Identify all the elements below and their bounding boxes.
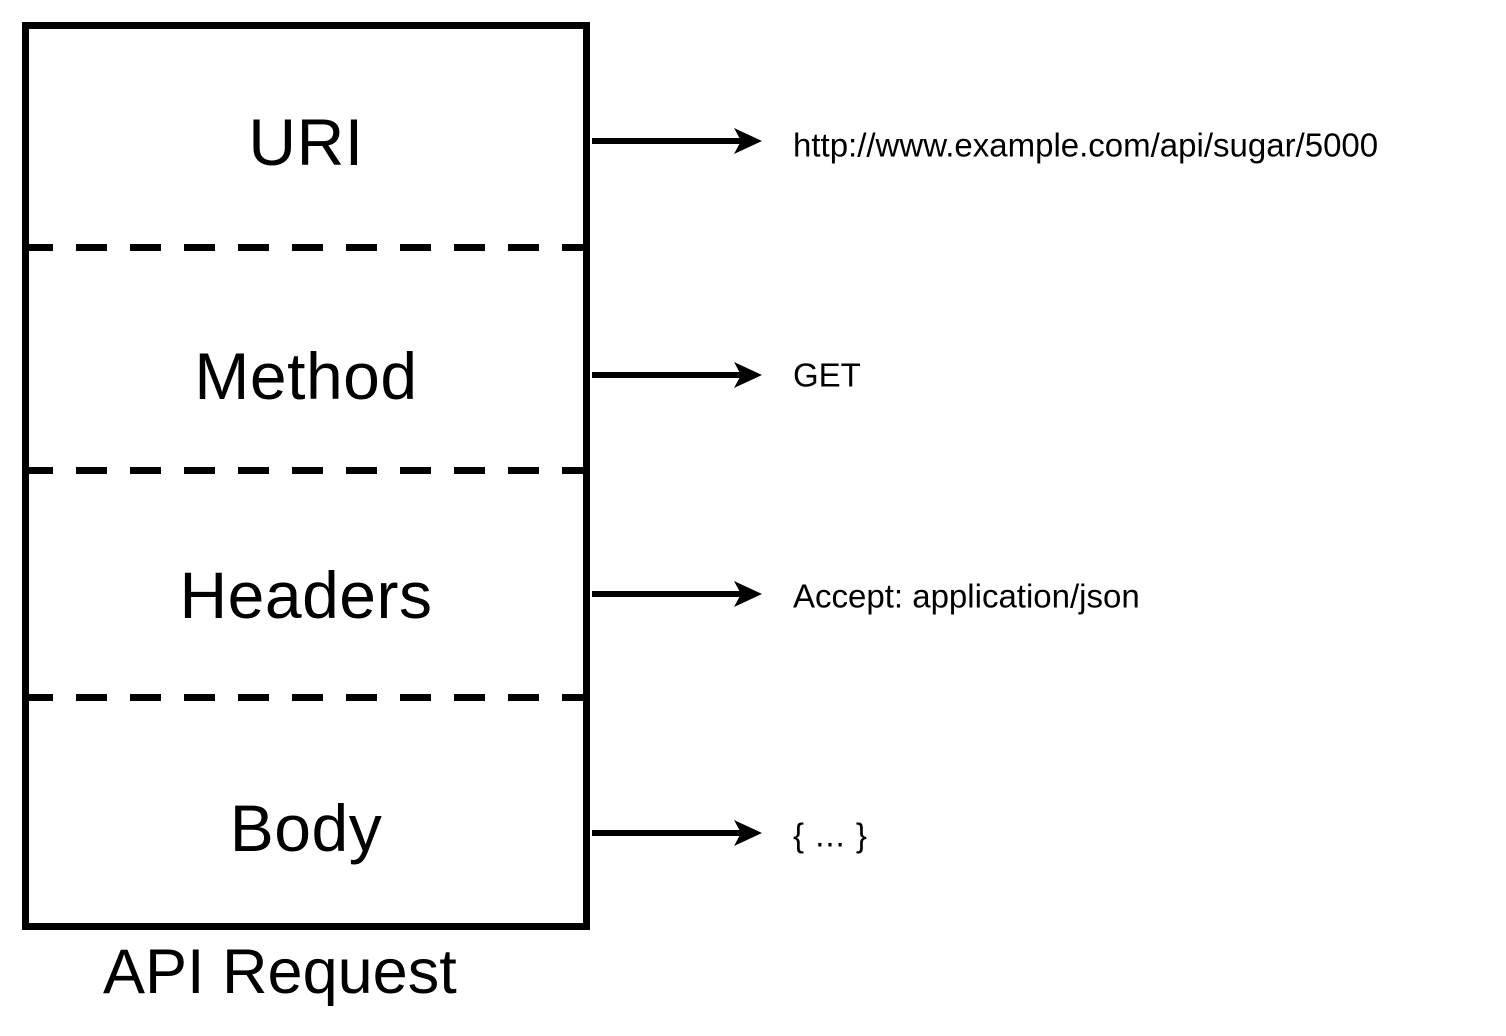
value-uri: http://www.example.com/api/sugar/5000 [793,126,1379,164]
section-divider-headers-body [22,694,590,701]
arrow-right-icon-body [590,816,766,850]
api-request-box [22,22,590,930]
section-divider-uri-method [22,244,590,251]
value-body: { ... } [793,816,868,854]
diagram-caption: API Request [103,937,457,1007]
value-method: GET [793,356,861,394]
arrow-right-icon-uri [590,124,766,158]
arrow-right-icon-method [590,358,766,392]
arrow-right-icon-headers [590,577,766,611]
section-divider-method-headers [22,467,590,474]
value-headers: Accept: application/json [793,577,1140,615]
